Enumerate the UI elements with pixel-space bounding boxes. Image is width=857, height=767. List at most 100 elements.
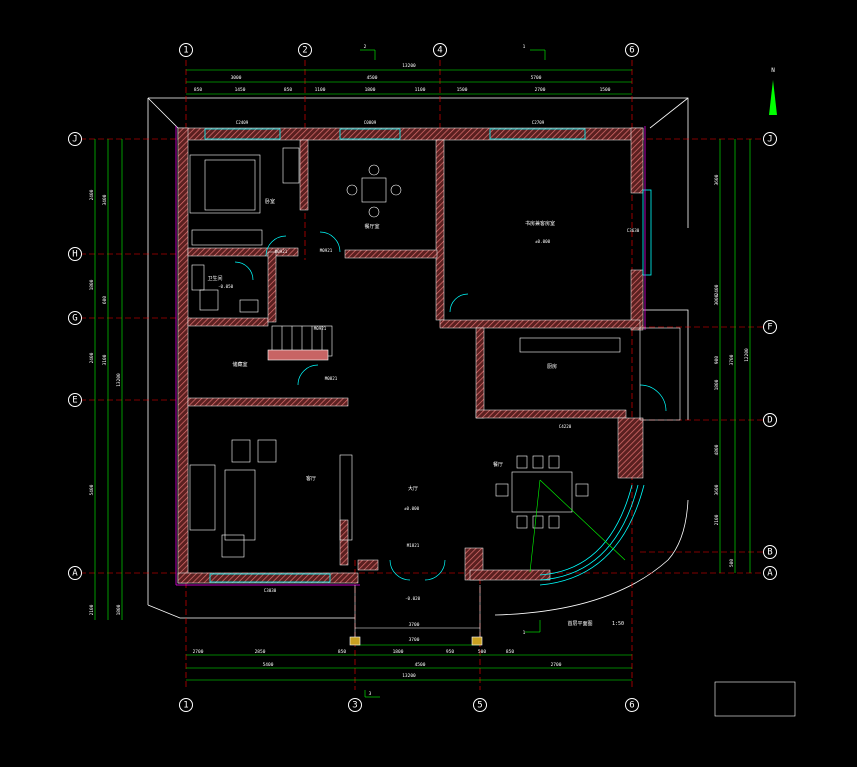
dim-right-0: 3600 [714, 174, 720, 185]
door-tag-0: M0921 [275, 249, 288, 254]
elevation-hall: ±0.000 [404, 506, 420, 511]
room-label-bath: 卫生间 [207, 275, 222, 282]
axis-bubble-right-1: F [763, 320, 777, 334]
dim-bottom-total: 13200 [402, 673, 416, 679]
room-label-kitchen: 厨房 [547, 363, 557, 370]
north-arrow-icon: N [769, 67, 777, 115]
dim-top-bay-1: 4500 [367, 75, 378, 81]
dim-right-3: 900 [714, 356, 720, 364]
room-label-dining: 餐厅 [493, 461, 503, 468]
dim-top-seg-4: 1800 [365, 87, 376, 93]
dim-right-8: 12200 [744, 348, 750, 362]
dim-bottom-ref-1: 3 [369, 691, 372, 697]
axis-bubble-left-2-label: G [72, 314, 77, 324]
dim-top-seg-3: 1100 [315, 87, 326, 93]
axis-bubble-right-2: D [763, 413, 777, 427]
axis-bubble-bottom-2-label: 5 [477, 701, 482, 711]
dim-top-bay-0: 3000 [231, 75, 242, 81]
dim-left-7: 3100 [102, 354, 108, 365]
dim-top-seg-5: 1100 [415, 87, 426, 93]
dim-left-9: 1800 [116, 604, 122, 615]
dim-top-seg-1: 1450 [235, 87, 246, 93]
axis-bubble-right-3: B [763, 545, 777, 559]
staircase [267, 325, 333, 361]
axis-bubble-right-1-label: F [767, 323, 772, 333]
north-label: N [771, 67, 775, 74]
dim-right-5: 4800 [714, 444, 720, 455]
axis-bubble-top-1: 2 [298, 43, 312, 57]
axis-bubble-right-4: A [763, 566, 777, 580]
door-tag-1: M0921 [320, 248, 333, 253]
axis-bubble-right-0: J [763, 132, 777, 146]
dim-right-10: 500 [729, 559, 735, 567]
dimension-lines [94, 49, 796, 717]
door-swings [234, 231, 667, 581]
dim-left-8: 13200 [116, 373, 122, 387]
door-tag-4: M1821 [407, 543, 420, 548]
axis-bubbles-right: J F D BA [763, 132, 777, 580]
door-tag-2: M0921 [314, 326, 327, 331]
axis-bubble-left-2: G [68, 311, 82, 325]
dim-bottom-ref-0: 1 [523, 630, 526, 636]
dim-top-seg-6: 1500 [457, 87, 468, 93]
dim-bottom-bay-2: 2700 [551, 662, 562, 668]
axis-bubble-top-0: 1 [179, 43, 193, 57]
dim-top-bay-2: 5700 [531, 75, 542, 81]
plan-scale: 1:50 [612, 621, 624, 627]
dim-right-6: 3600 [714, 484, 720, 495]
dim-bottom-porch-0: 3700 [409, 622, 420, 628]
dim-bottom-seg-3: 1800 [393, 649, 404, 655]
dim-bottom-porch-1: 3700 [409, 637, 420, 643]
furniture [189, 147, 621, 558]
dim-top-seg-7: 2700 [535, 87, 546, 93]
axis-bubble-left-3-label: E [72, 396, 77, 406]
kitchen-right-wall [639, 327, 681, 421]
dim-right-1: 2400 [714, 284, 720, 295]
dim-left-0: 2400 [89, 189, 95, 200]
axis-bubble-bottom-1: 3 [348, 698, 362, 712]
axis-bubble-bottom-0-label: 1 [183, 701, 188, 711]
axis-bubble-left-3: E [68, 393, 82, 407]
axis-bubble-right-4-label: A [767, 569, 773, 579]
dim-top-ref-1: 1 [523, 44, 526, 50]
room-label-bedroom: 卧室 [265, 198, 275, 205]
window-tag-2: C2709 [532, 120, 545, 125]
axis-bubble-top-3: 6 [625, 43, 639, 57]
entry-porch [349, 585, 483, 646]
window-tag-3: C3030 [264, 588, 277, 593]
window-tag-5: C4220 [559, 424, 572, 429]
dim-right-2: 3000 [714, 294, 720, 305]
boundary-line [175, 126, 646, 586]
axis-bubble-bottom-1-label: 3 [352, 701, 357, 711]
dim-bottom-seg-2: 850 [338, 649, 346, 655]
elevation-entry: -0.020 [405, 596, 421, 601]
dim-left-2: 600 [102, 296, 108, 304]
dim-right-4: 1800 [714, 379, 720, 390]
room-label-living: 客厅 [306, 475, 316, 482]
axis-bubble-top-3-label: 6 [629, 46, 634, 56]
roof-outline [147, 97, 689, 619]
axis-bubble-left-1-label: H [72, 250, 77, 260]
dim-bottom-seg-0: 2700 [193, 649, 204, 655]
elevation-master: ±0.000 [535, 239, 551, 244]
door-tag-3: M0821 [325, 376, 338, 381]
axis-bubble-left-1: H [68, 247, 82, 261]
dim-bottom-seg-6: 850 [506, 649, 514, 655]
room-label-storage: 储藏室 [232, 361, 247, 368]
window-tag-4: C3630 [627, 228, 640, 233]
window-tag-0: C2409 [236, 120, 249, 125]
axis-bubble-bottom-2: 5 [473, 698, 487, 712]
dim-left-3: 2400 [89, 352, 95, 363]
dim-left-4: 5400 [89, 484, 95, 495]
axis-bubble-top-2: 4 [433, 43, 447, 57]
plan-title: 首层平面图 [567, 620, 592, 627]
axis-bubbles-top: 1 2 4 6 [179, 43, 639, 57]
dim-left-1: 1800 [89, 279, 95, 290]
dim-bottom-seg-1: 2850 [255, 649, 266, 655]
room-label-master: 书房兼客房室 [525, 220, 555, 227]
